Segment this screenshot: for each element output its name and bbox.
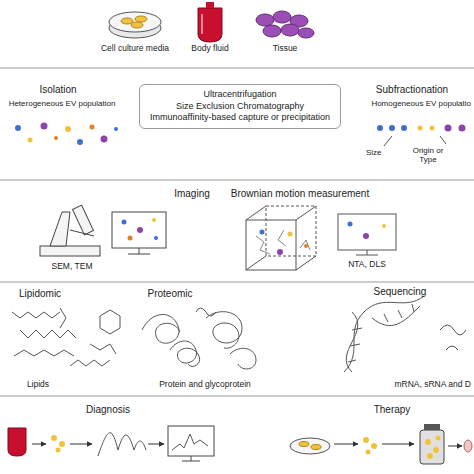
content-label: mRNA, sRNA and D: [394, 380, 471, 390]
section-heading: Lipidomic: [19, 288, 61, 300]
content-label: Protein and glycoprotein: [159, 380, 251, 390]
method-text: Ultracentrifugation: [150, 89, 330, 101]
section-heading: Subfractionation: [376, 84, 448, 96]
section-heading: Diagnosis: [86, 404, 130, 416]
source-label: Cell culture media: [101, 44, 169, 54]
method-text: Immunoaffinity-based capture or precipit…: [150, 112, 330, 124]
method-box: UltracentrifugationSize Exclusion Chroma…: [139, 84, 341, 129]
section-heading: Isolation: [39, 84, 76, 96]
fraction-label: Size: [366, 148, 382, 157]
section-heading: Imaging: [174, 188, 210, 200]
method-label: SEM, TEM: [52, 262, 93, 272]
fraction-label: Origin or Type: [407, 146, 449, 164]
section-heading: Proteomic: [147, 288, 192, 300]
population-label: Homogeneous EV populatio: [371, 99, 471, 108]
section-heading: Therapy: [374, 404, 411, 416]
method-label: NTA, DLS: [348, 260, 386, 270]
method-text: Size Exclusion Chromatography: [150, 101, 330, 113]
section-heading: Brownian motion measurement: [231, 188, 369, 200]
source-label: Body fluid: [191, 44, 228, 54]
content-label: Lipids: [27, 380, 49, 390]
source-label: Tissue: [273, 44, 298, 54]
population-label: Heterogeneous EV population: [9, 99, 116, 108]
section-heading: Sequencing: [374, 286, 427, 298]
